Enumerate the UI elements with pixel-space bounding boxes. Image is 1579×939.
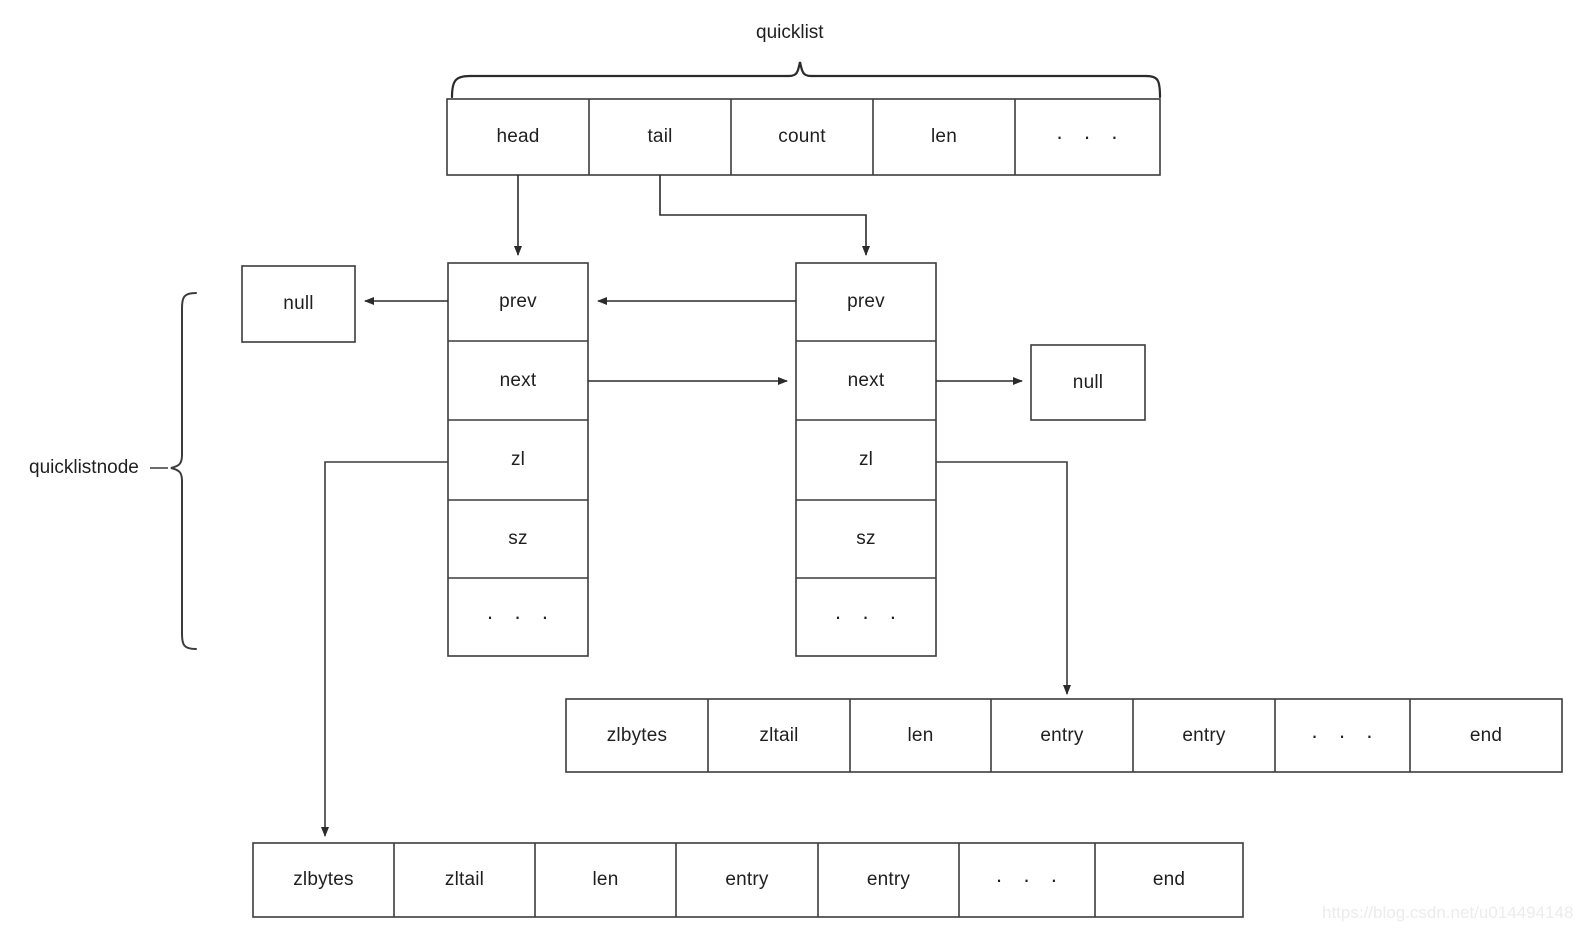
ziplist-upper-cell-len-label: len bbox=[907, 724, 934, 746]
ziplist-upper-cell-more[interactable]: · · · bbox=[1275, 699, 1410, 772]
node2-field-zl-label: zl bbox=[858, 449, 874, 470]
quicklist-field-count-label: count bbox=[778, 126, 826, 147]
ziplist-lower-cell-zltail-label: zltail bbox=[444, 869, 485, 890]
quicklist-field-tail-label: tail bbox=[647, 126, 673, 147]
quicklist-field-more[interactable]: · · · bbox=[1015, 99, 1160, 175]
node2-field-sz-label: sz bbox=[856, 528, 876, 549]
quicklist-brace bbox=[450, 61, 1162, 99]
ziplist-upper-cell-zlbytes-label: zlbytes bbox=[606, 724, 668, 746]
ziplist-lower-cell-entry-1[interactable]: entry bbox=[676, 843, 818, 917]
quicklist-field-head[interactable]: head bbox=[447, 99, 589, 175]
ellipsis-icon: · · · bbox=[1310, 722, 1381, 748]
ziplist-lower-cell-zltail[interactable]: zltail bbox=[394, 843, 535, 917]
connector-node1-zl-to-ziplist-lower bbox=[321, 461, 448, 837]
node2-field-more[interactable]: · · · bbox=[796, 578, 936, 656]
connector-tail-to-node2 bbox=[659, 175, 870, 256]
quicklistnode-2-outline bbox=[795, 262, 937, 657]
node2-field-prev[interactable]: prev bbox=[796, 263, 936, 341]
node2-field-sz[interactable]: sz bbox=[796, 500, 936, 578]
ziplist-upper-cell-zltail-label: zltail bbox=[759, 724, 799, 746]
ziplist-lower-cell-len-label: len bbox=[592, 869, 619, 890]
node2-field-zl[interactable]: zl bbox=[796, 420, 936, 500]
node1-field-more[interactable]: · · · bbox=[448, 578, 588, 656]
ziplist-lower-cell-end-label: end bbox=[1152, 869, 1186, 890]
watermark-text: https://blog.csdn.net/u014494148 bbox=[1322, 903, 1574, 922]
ziplist-upper-cell-entry-1-label: entry bbox=[1040, 724, 1084, 746]
node1-field-sz[interactable]: sz bbox=[448, 500, 588, 578]
ziplist-lower-cell-more[interactable]: · · · bbox=[959, 843, 1095, 917]
quicklist-field-head-label: head bbox=[496, 126, 540, 147]
ziplist-lower-outline bbox=[252, 842, 1244, 918]
node1-field-prev-label: prev bbox=[499, 291, 537, 312]
node1-field-next-label: next bbox=[499, 369, 537, 391]
ziplist-upper-cell-len[interactable]: len bbox=[850, 699, 991, 772]
ziplist-lower-cell-zlbytes-label: zlbytes bbox=[293, 869, 354, 890]
null-box-right-outline bbox=[1030, 344, 1146, 421]
ziplist-lower-cell-entry-2[interactable]: entry bbox=[818, 843, 959, 917]
ziplist-lower-cell-len[interactable]: len bbox=[535, 843, 676, 917]
null-box-left-outline bbox=[241, 265, 356, 343]
null-box-left: null bbox=[242, 266, 355, 342]
node1-field-sz-label: sz bbox=[508, 528, 528, 549]
ziplist-upper-cell-end[interactable]: end bbox=[1410, 699, 1562, 772]
node2-field-next-label: next bbox=[847, 369, 885, 391]
ellipsis-icon: · · · bbox=[995, 867, 1065, 892]
quicklistnode-group-label: quicklistnode bbox=[29, 457, 139, 478]
quicklistnode-1-outline bbox=[447, 262, 589, 657]
ziplist-upper-cell-entry-2-label: entry bbox=[1182, 724, 1226, 746]
quicklistnode-brace bbox=[150, 292, 197, 650]
node1-field-zl-label: zl bbox=[510, 449, 526, 470]
quicklist-table-outline bbox=[446, 98, 1161, 176]
null-box-right-label: null bbox=[1072, 371, 1104, 393]
ziplist-lower-cell-entry-2-label: entry bbox=[866, 869, 911, 890]
quicklist-field-count[interactable]: count bbox=[731, 99, 873, 175]
ziplist-upper-cell-end-label: end bbox=[1469, 724, 1503, 746]
node2-field-prev-label: prev bbox=[847, 291, 885, 312]
ellipsis-icon: · · · bbox=[486, 604, 556, 629]
ziplist-upper-cell-entry-1[interactable]: entry bbox=[991, 699, 1133, 772]
quicklist-field-len[interactable]: len bbox=[873, 99, 1015, 175]
ziplist-upper-outline bbox=[565, 698, 1563, 773]
ziplist-lower-cell-entry-1-label: entry bbox=[725, 869, 769, 890]
connector-node2-zl-to-ziplist-upper bbox=[936, 461, 1071, 695]
quicklist-field-len-label: len bbox=[931, 126, 957, 147]
ziplist-upper-cell-zlbytes[interactable]: zlbytes bbox=[566, 699, 708, 772]
null-box-left-label: null bbox=[283, 293, 314, 314]
null-box-right: null bbox=[1031, 345, 1145, 420]
node2-field-next[interactable]: next bbox=[796, 341, 936, 420]
node1-field-next[interactable]: next bbox=[448, 341, 588, 420]
ziplist-lower-cell-zlbytes[interactable]: zlbytes bbox=[253, 843, 394, 917]
ziplist-upper-cell-entry-2[interactable]: entry bbox=[1133, 699, 1275, 772]
quicklist-field-tail[interactable]: tail bbox=[589, 99, 731, 175]
ellipsis-icon: · · · bbox=[834, 604, 904, 629]
ziplist-upper-cell-zltail[interactable]: zltail bbox=[708, 699, 850, 772]
node1-field-prev[interactable]: prev bbox=[448, 263, 588, 341]
node1-field-zl[interactable]: zl bbox=[448, 420, 588, 500]
ellipsis-icon: · · · bbox=[1055, 124, 1126, 149]
quicklist-title-label: quicklist bbox=[756, 22, 824, 43]
ziplist-lower-cell-end[interactable]: end bbox=[1095, 843, 1243, 917]
